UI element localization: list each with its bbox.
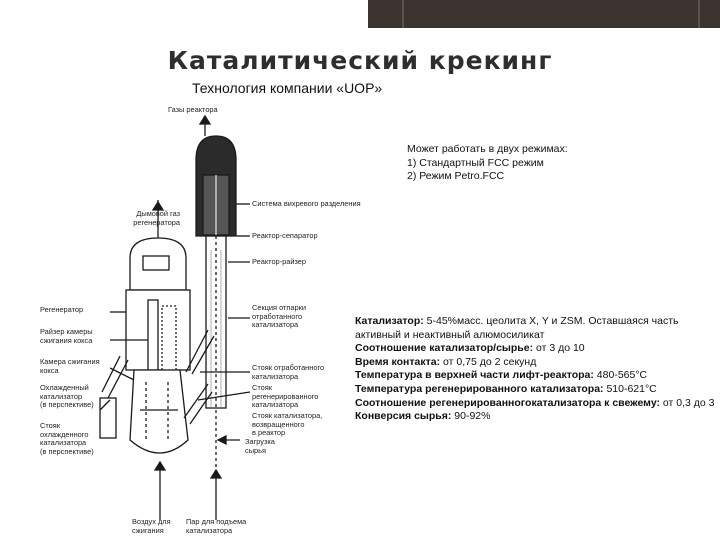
label-combustion-air: Воздух для сжигания bbox=[132, 517, 171, 535]
parameter-line: Температура в верхней части лифт-реактор… bbox=[355, 369, 715, 383]
label-cooled-catalyst: Охлажденный катализатор (в перспективе) bbox=[40, 383, 94, 410]
regenerated-catalyst-standpipe bbox=[183, 383, 209, 419]
label-returned-standpipe: Стояк катализатора, возвращенного в реак… bbox=[252, 411, 323, 438]
parameter-value: от 0,75 до 2 секунд bbox=[440, 355, 537, 368]
label-combustion-chamber: Камера сжигания кокса bbox=[40, 357, 100, 375]
top-decor-tick bbox=[402, 0, 404, 28]
label-lift-steam: Пар для подъема катализатора bbox=[186, 517, 247, 535]
combustion-air-arrow bbox=[153, 460, 167, 471]
parameter-label: Соотношение регенерированногокатализатор… bbox=[355, 396, 661, 409]
parameter-label: Катализатор: bbox=[355, 315, 424, 327]
combustion-riser bbox=[147, 299, 159, 371]
parameter-line: Соотношение регенерированногокатализатор… bbox=[355, 397, 715, 411]
label-reactor-gases: Газы реактора bbox=[168, 105, 218, 114]
lift-steam-arrow bbox=[209, 468, 223, 479]
regenerator-internals bbox=[161, 305, 177, 371]
parameter-value: от 0,3 до 3 bbox=[660, 396, 715, 409]
top-decor-bar bbox=[0, 0, 720, 28]
label-cyclone-system: Система вихревого разделения bbox=[252, 199, 361, 208]
label-stripping-section: Секция отпарки отработанного катализатор… bbox=[252, 303, 307, 330]
label-cooled-standpipe: Стояк охлажденного катализатора (в персп… bbox=[40, 421, 94, 456]
parameter-line: Конверсия сырья: 90-92% bbox=[355, 410, 715, 424]
spent-catalyst-standpipe bbox=[185, 329, 209, 373]
parameter-line: Соотношение катализатор/сырье: от 3 до 1… bbox=[355, 342, 715, 356]
catalyst-cooler bbox=[99, 397, 117, 439]
combustion-chamber bbox=[129, 369, 189, 454]
parameter-value: 510-621°С bbox=[603, 382, 657, 395]
regenerator-inner-box bbox=[142, 255, 170, 271]
label-reactor-separator: Реактор-сепаратор bbox=[252, 231, 318, 240]
reactor-gas-arrow bbox=[198, 114, 212, 125]
flue-gas-arrow bbox=[151, 200, 165, 211]
parameter-label: Конверсия сырья: bbox=[355, 410, 452, 423]
parameter-value: от 3 до 10 bbox=[533, 342, 585, 355]
parameter-label: Соотношение катализатор/сырье: bbox=[355, 342, 534, 355]
parameter-line: Время контакта: от 0,75 до 2 секунд bbox=[355, 356, 715, 370]
label-riser-combustion: Райзер камеры сжигания кокса bbox=[40, 327, 93, 345]
label-regenerated-standpipe: Стояк регенерированного катализатора bbox=[252, 383, 319, 410]
parameter-line: Температура регенерированного катализато… bbox=[355, 383, 715, 397]
operating-modes-text: Может работать в двух режимах: 1) Станда… bbox=[407, 143, 568, 182]
parameter-value: 90-92% bbox=[451, 410, 491, 423]
label-feed: Загрузка сырья bbox=[245, 437, 275, 455]
slide-title: Каталитический крекинг bbox=[167, 46, 553, 75]
cooled-catalyst-standpipe bbox=[107, 359, 129, 399]
label-regenerator: Регенератор bbox=[40, 305, 84, 314]
parameter-label: Температура в верхней части лифт-реактор… bbox=[355, 369, 594, 382]
label-riser-reactor: Реактор-райзер bbox=[252, 257, 307, 266]
parameter-label: Время контакта: bbox=[355, 355, 441, 368]
process-parameters: Катализатор: 5-45%масс. цеолита X, Y и Z… bbox=[355, 315, 715, 424]
label-spent-standpipe: Стояк отработанного катализатора bbox=[252, 363, 325, 381]
slide-subtitle: Технология компании «UOP» bbox=[192, 80, 383, 96]
parameter-value: 480-565°С bbox=[593, 369, 648, 382]
feed-arrow bbox=[216, 434, 227, 446]
parameter-line: Катализатор: 5-45%масс. цеолита X, Y и Z… bbox=[355, 315, 715, 342]
label-flue-gas: Дымовой газ регенератора bbox=[133, 209, 180, 227]
parameter-value: 5-45%масс. цеолита X, Y и ZSM. Оставшаяс… bbox=[355, 315, 679, 341]
parameter-label: Температура регенерированного катализато… bbox=[355, 382, 604, 395]
top-decor-strip bbox=[368, 0, 720, 28]
top-decor-tick bbox=[698, 0, 700, 28]
